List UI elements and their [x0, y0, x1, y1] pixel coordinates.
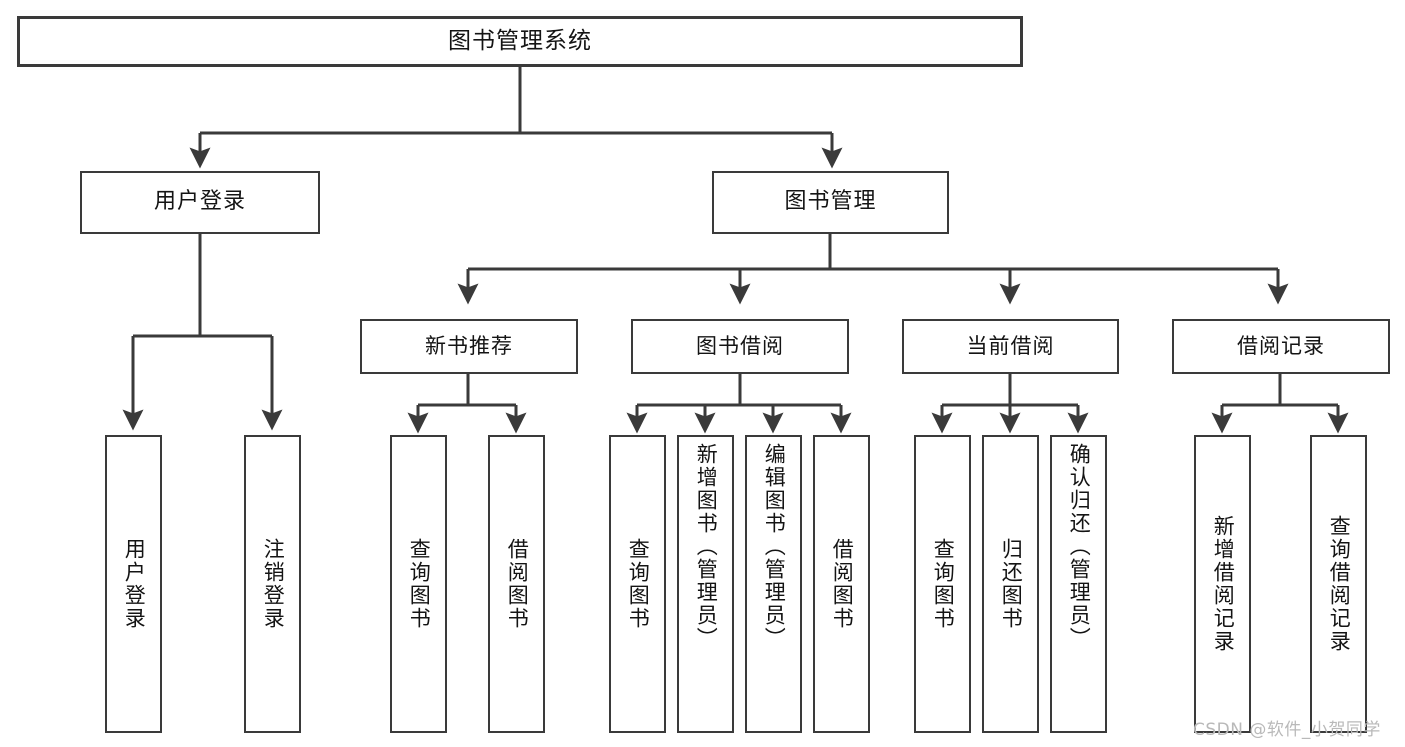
node-new-book-recommend[interactable]: 新书推荐: [360, 319, 578, 374]
node-root-system[interactable]: 图书管理系统: [17, 16, 1023, 67]
leaf-label: 确认归还（管理员）: [1067, 443, 1092, 650]
node-user-login[interactable]: 用户登录: [80, 171, 320, 234]
leaf-user-login-login[interactable]: 用户登录: [105, 435, 162, 733]
leaf-current-borrow-confirm-return[interactable]: 确认归还（管理员）: [1050, 435, 1107, 733]
leaf-book-borrow-borrow[interactable]: 借阅图书: [813, 435, 870, 733]
leaf-book-borrow-query[interactable]: 查询图书: [609, 435, 666, 733]
node-label: 用户登录: [153, 189, 246, 215]
node-label: 借阅记录: [1237, 333, 1325, 358]
leaf-label: 查询图书: [407, 538, 432, 630]
node-label: 新书推荐: [425, 333, 513, 358]
node-book-management[interactable]: 图书管理: [712, 171, 949, 234]
node-book-borrow[interactable]: 图书借阅: [631, 319, 849, 374]
leaf-current-borrow-query[interactable]: 查询图书: [914, 435, 971, 733]
leaf-borrow-record-query[interactable]: 查询借阅记录: [1310, 435, 1367, 733]
node-label: 图书管理: [784, 189, 877, 215]
leaf-book-borrow-edit[interactable]: 编辑图书（管理员）: [745, 435, 802, 733]
leaf-new-book-borrow[interactable]: 借阅图书: [488, 435, 545, 733]
leaf-book-borrow-add[interactable]: 新增图书（管理员）: [677, 435, 734, 733]
leaf-label: 借阅图书: [830, 538, 855, 630]
leaf-label: 用户登录: [122, 538, 147, 630]
leaf-label: 查询借阅记录: [1327, 515, 1352, 653]
node-label: 当前借阅: [966, 333, 1055, 358]
leaf-label: 编辑图书（管理员）: [762, 443, 787, 650]
leaf-borrow-record-add[interactable]: 新增借阅记录: [1194, 435, 1251, 733]
leaf-label: 查询图书: [931, 538, 956, 630]
node-label: 图书借阅: [696, 333, 784, 358]
leaf-label: 归还图书: [999, 538, 1024, 630]
node-borrow-record[interactable]: 借阅记录: [1172, 319, 1390, 374]
node-label: 图书管理系统: [448, 27, 592, 54]
leaf-current-borrow-return[interactable]: 归还图书: [982, 435, 1039, 733]
leaf-user-login-logout[interactable]: 注销登录: [244, 435, 301, 733]
leaf-label: 新增图书（管理员）: [694, 443, 719, 650]
leaf-new-book-query[interactable]: 查询图书: [390, 435, 447, 733]
csdn-watermark: CSDN @软件_小贺同学: [1193, 720, 1381, 740]
leaf-label: 借阅图书: [505, 538, 530, 630]
leaf-label: 注销登录: [261, 538, 286, 630]
node-current-borrow[interactable]: 当前借阅: [902, 319, 1119, 374]
leaf-label: 查询图书: [626, 538, 651, 630]
leaf-label: 新增借阅记录: [1211, 515, 1236, 653]
